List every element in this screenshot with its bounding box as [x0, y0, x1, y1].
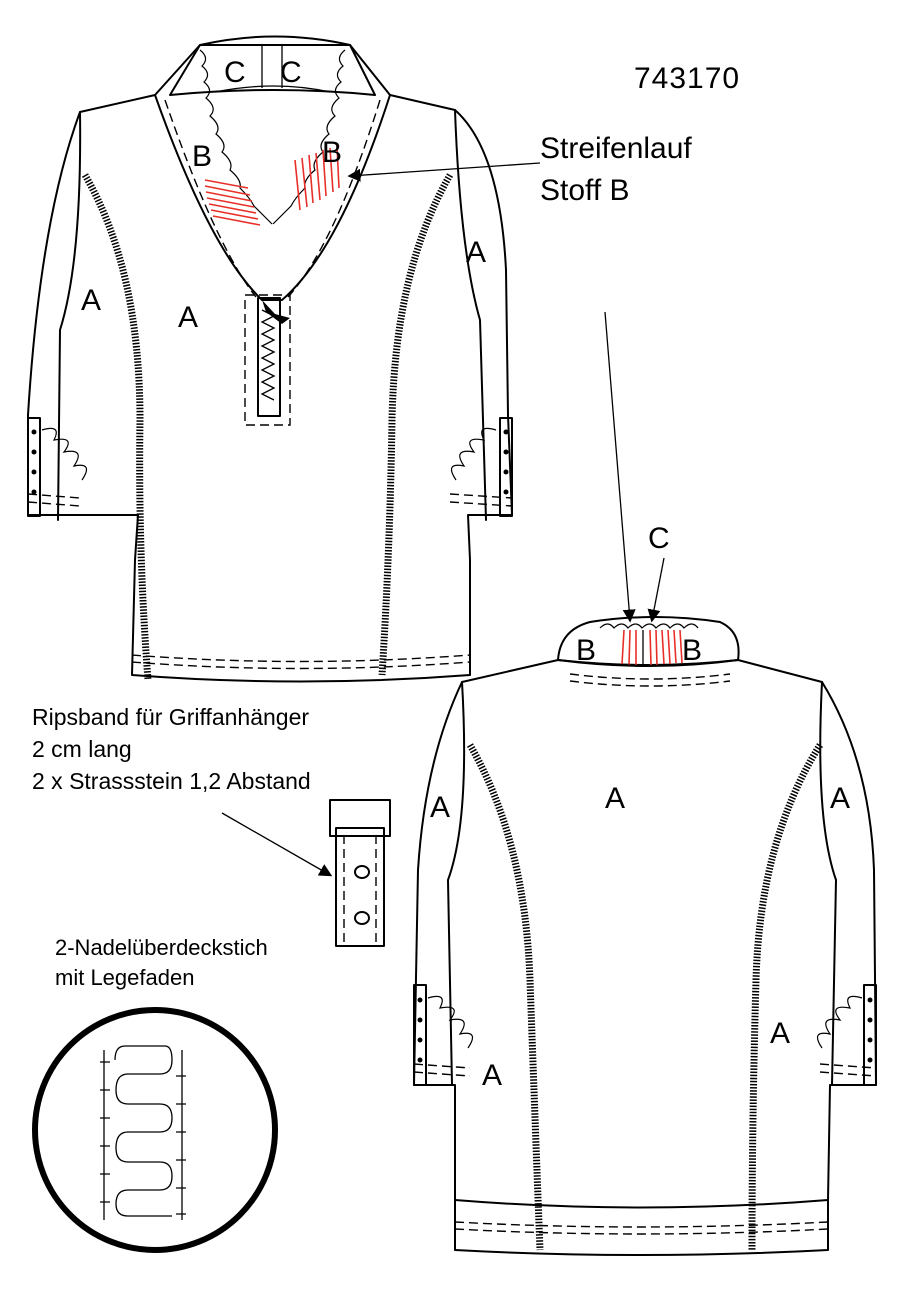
- back-body-outline: [413, 659, 877, 1209]
- back-label-yoke-right: B: [682, 634, 702, 667]
- model-number: 743170: [634, 62, 740, 95]
- front-collar-inner: [214, 85, 331, 93]
- back-label-collar-pointer: C: [648, 522, 670, 555]
- front-view: C C B B A A A: [27, 35, 513, 683]
- back-armhole-left: [447, 681, 466, 1086]
- front-label-collar-left: C: [224, 56, 246, 89]
- back-cuff-right: [816, 984, 877, 1086]
- front-ruffle-right: [272, 49, 346, 225]
- back-view: C B B A A A A A: [413, 522, 877, 1256]
- stripe-arrow-front: [347, 162, 541, 182]
- back-label-sleeve-right: A: [830, 782, 850, 815]
- collar-pointer-arrow: [647, 557, 665, 623]
- stitch-note-line2: mit Legefaden: [55, 965, 194, 990]
- front-seam-left: [81, 173, 152, 681]
- front-stripe-left: [204, 179, 261, 226]
- front-body-outline: [27, 44, 513, 683]
- stripe-note-line1: Streifenlauf: [540, 132, 692, 165]
- zipper-pull-icon: [262, 300, 290, 324]
- front-cuff-left: [27, 417, 88, 517]
- front-armhole-right: [454, 109, 487, 521]
- front-cuff-right: [449, 417, 513, 517]
- ribbon-tab-detail: [329, 799, 391, 947]
- back-label-hip-left: A: [482, 1059, 502, 1092]
- stripe-arrow-back: [604, 311, 636, 623]
- ribbon-note-line3: 2 x Strassstein 1,2 Abstand: [32, 768, 311, 794]
- back-stripe: [621, 629, 683, 666]
- front-label-collar-right: C: [280, 56, 302, 89]
- front-label-yoke-left: B: [192, 140, 212, 173]
- back-seam-right: [748, 743, 823, 1251]
- ribbon-arrow: [221, 812, 333, 877]
- front-label-sleeve-left: A: [81, 284, 101, 317]
- stripe-note-line2: Stoff B: [540, 174, 630, 207]
- back-label-hip-right: A: [770, 1017, 790, 1050]
- front-armhole-left: [57, 111, 82, 521]
- back-cuff-left: [413, 984, 474, 1086]
- front-v-neck: [154, 94, 391, 301]
- front-zipper: [257, 297, 281, 417]
- ribbon-note-line1: Ripsband für Griffanhänger: [32, 704, 309, 730]
- front-seam-right: [378, 173, 454, 676]
- front-label-yoke-right: B: [322, 136, 342, 169]
- back-collar: [557, 616, 740, 666]
- front-label-body-left: A: [178, 301, 198, 334]
- ribbon-note-line2: 2 cm lang: [32, 736, 132, 762]
- back-label-yoke-left: B: [576, 634, 596, 667]
- back-armhole-right: [819, 681, 837, 1086]
- front-stripe-right: [294, 145, 340, 211]
- stitch-note-line1: 2-Nadelüberdeckstich: [55, 935, 268, 960]
- back-seam-left: [466, 743, 544, 1251]
- stitch-detail-circle: [32, 1007, 278, 1253]
- back-label-body: A: [605, 782, 625, 815]
- front-label-sleeve-right: A: [466, 236, 486, 269]
- back-label-sleeve-left: A: [430, 791, 450, 824]
